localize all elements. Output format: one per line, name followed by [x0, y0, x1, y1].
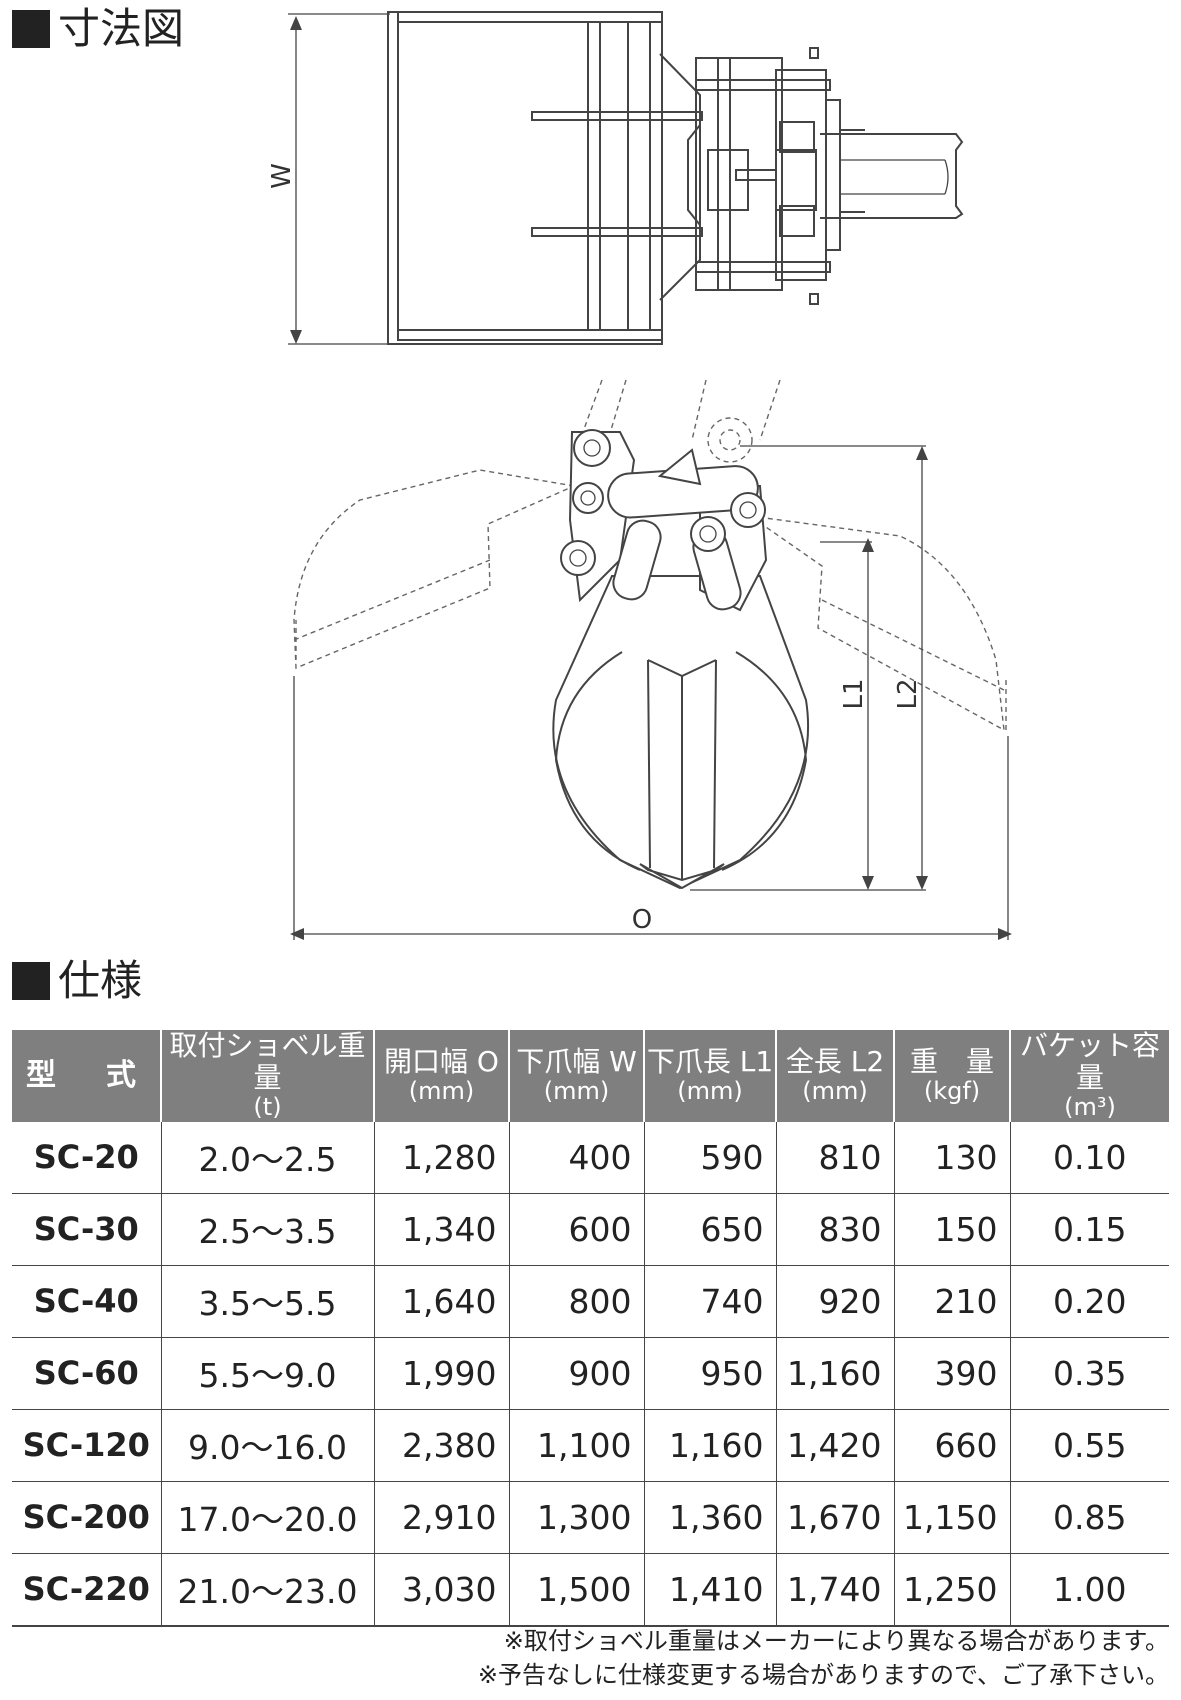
table-row: SC-220 21.0～23.0 3,030 1,500 1,410 1,740… — [12, 1553, 1169, 1627]
cell-excavator-weight: 3.5～5.5 — [161, 1265, 375, 1338]
cell-weight: 390 — [894, 1337, 1011, 1410]
cell-excavator-weight: 21.0～23.0 — [161, 1553, 375, 1627]
cell-overall-length: 920 — [776, 1265, 895, 1338]
cell-overall-length: 1,740 — [776, 1553, 895, 1627]
header-model: 型 式 — [12, 1030, 162, 1122]
cell-bucket-capacity: 0.15 — [1010, 1193, 1169, 1266]
cell-weight: 150 — [894, 1193, 1011, 1266]
cell-opening-width: 2,910 — [374, 1481, 510, 1554]
header-excavator-weight: 取付ショベル重量(t) — [161, 1029, 375, 1122]
cell-excavator-weight: 2.0～2.5 — [161, 1121, 375, 1194]
spec-heading: 仕様 — [12, 960, 142, 1002]
spec-title: 仕様 — [58, 956, 143, 1005]
cell-lower-claw-width: 1,300 — [509, 1481, 645, 1554]
cell-lower-claw-width: 800 — [509, 1265, 645, 1338]
cell-lower-claw-length: 1,410 — [644, 1553, 777, 1627]
header-bucket-capacity: バケット容量(m³) — [1010, 1029, 1169, 1122]
dimensions-heading: 寸法図 — [12, 8, 184, 50]
cell-model: SC-120 — [12, 1409, 162, 1482]
dimension-l1-label: L1 — [839, 678, 869, 709]
dimensions-title: 寸法図 — [58, 4, 185, 53]
cell-lower-claw-length: 650 — [644, 1193, 777, 1266]
cell-bucket-capacity: 0.20 — [1010, 1265, 1169, 1338]
cell-weight: 130 — [894, 1121, 1011, 1194]
cell-opening-width: 1,640 — [374, 1265, 510, 1338]
header-overall-length: 全長 L2(mm) — [776, 1030, 895, 1122]
spec-table: 型 式 取付ショベル重量(t) 開口幅 O(mm) 下爪幅 W(mm) 下爪長 … — [12, 1029, 1169, 1627]
cell-bucket-capacity: 0.10 — [1010, 1121, 1169, 1194]
cell-excavator-weight: 17.0～20.0 — [161, 1481, 375, 1554]
header-weight: 重 量(kgf) — [894, 1030, 1011, 1122]
square-bullet-icon — [12, 10, 50, 48]
cell-model: SC-60 — [12, 1337, 162, 1410]
dimension-w-label: W — [267, 163, 297, 189]
cell-opening-width: 1,990 — [374, 1337, 510, 1410]
header-opening-width: 開口幅 O(mm) — [374, 1030, 510, 1122]
cell-model: SC-40 — [12, 1265, 162, 1338]
table-row: SC-30 2.5～3.5 1,340 600 650 830 150 0.15 — [12, 1193, 1169, 1266]
cell-bucket-capacity: 0.85 — [1010, 1481, 1169, 1554]
cell-model: SC-20 — [12, 1121, 162, 1194]
cell-weight: 660 — [894, 1409, 1011, 1482]
cell-overall-length: 1,420 — [776, 1409, 895, 1482]
front-view-drawing: L1 L2 O — [290, 379, 1012, 940]
footnote-spec-change: ※予告なしに仕様変更する場合がありますので、ご了承下さい。 — [477, 1661, 1169, 1689]
cell-weight: 1,250 — [894, 1553, 1011, 1627]
dimension-l2-label: L2 — [893, 678, 923, 709]
cell-lower-claw-width: 1,100 — [509, 1409, 645, 1482]
cell-model: SC-30 — [12, 1193, 162, 1266]
footnote-weight: ※取付ショベル重量はメーカーにより異なる場合があります。 — [503, 1627, 1169, 1655]
cell-model: SC-200 — [12, 1481, 162, 1554]
dimension-o-label: O — [632, 905, 652, 935]
table-row: SC-200 17.0～20.0 2,910 1,300 1,360 1,670… — [12, 1481, 1169, 1554]
cell-bucket-capacity: 0.35 — [1010, 1337, 1169, 1410]
square-bullet-icon — [12, 962, 50, 1000]
header-lower-claw-width: 下爪幅 W(mm) — [509, 1030, 645, 1122]
table-row: SC-120 9.0～16.0 2,380 1,100 1,160 1,420 … — [12, 1409, 1169, 1482]
cell-lower-claw-length: 740 — [644, 1265, 777, 1338]
cell-lower-claw-width: 1,500 — [509, 1553, 645, 1627]
cell-opening-width: 1,280 — [374, 1121, 510, 1194]
cell-lower-claw-length: 1,160 — [644, 1409, 777, 1482]
top-view-drawing: W — [267, 11, 964, 345]
cell-overall-length: 830 — [776, 1193, 895, 1266]
cell-opening-width: 1,340 — [374, 1193, 510, 1266]
cell-excavator-weight: 9.0～16.0 — [161, 1409, 375, 1482]
cell-lower-claw-width: 600 — [509, 1193, 645, 1266]
cell-excavator-weight: 5.5～9.0 — [161, 1337, 375, 1410]
cell-overall-length: 810 — [776, 1121, 895, 1194]
cell-bucket-capacity: 0.55 — [1010, 1409, 1169, 1482]
table-row: SC-40 3.5～5.5 1,640 800 740 920 210 0.20 — [12, 1265, 1169, 1338]
cell-model: SC-220 — [12, 1553, 162, 1627]
cell-opening-width: 3,030 — [374, 1553, 510, 1627]
cell-excavator-weight: 2.5～3.5 — [161, 1193, 375, 1266]
cell-overall-length: 1,160 — [776, 1337, 895, 1410]
cell-opening-width: 2,380 — [374, 1409, 510, 1482]
table-row: SC-60 5.5～9.0 1,990 900 950 1,160 390 0.… — [12, 1337, 1169, 1410]
cell-lower-claw-length: 590 — [644, 1121, 777, 1194]
footnotes: ※取付ショベル重量はメーカーにより異なる場合があります。 ※予告なしに仕様変更す… — [478, 1624, 1169, 1692]
table-row: SC-20 2.0～2.5 1,280 400 590 810 130 0.10 — [12, 1121, 1169, 1194]
cell-lower-claw-length: 1,360 — [644, 1481, 777, 1554]
cell-weight: 210 — [894, 1265, 1011, 1338]
cell-overall-length: 1,670 — [776, 1481, 895, 1554]
header-lower-claw-length: 下爪長 L1(mm) — [644, 1030, 777, 1122]
cell-bucket-capacity: 1.00 — [1010, 1553, 1169, 1627]
cell-weight: 1,150 — [894, 1481, 1011, 1554]
cell-lower-claw-length: 950 — [644, 1337, 777, 1410]
cell-lower-claw-width: 400 — [509, 1121, 645, 1194]
cell-lower-claw-width: 900 — [509, 1337, 645, 1410]
dimension-drawing: W — [267, 11, 1012, 940]
table-header-row: 型 式 取付ショベル重量(t) 開口幅 O(mm) 下爪幅 W(mm) 下爪長 … — [12, 1029, 1169, 1122]
